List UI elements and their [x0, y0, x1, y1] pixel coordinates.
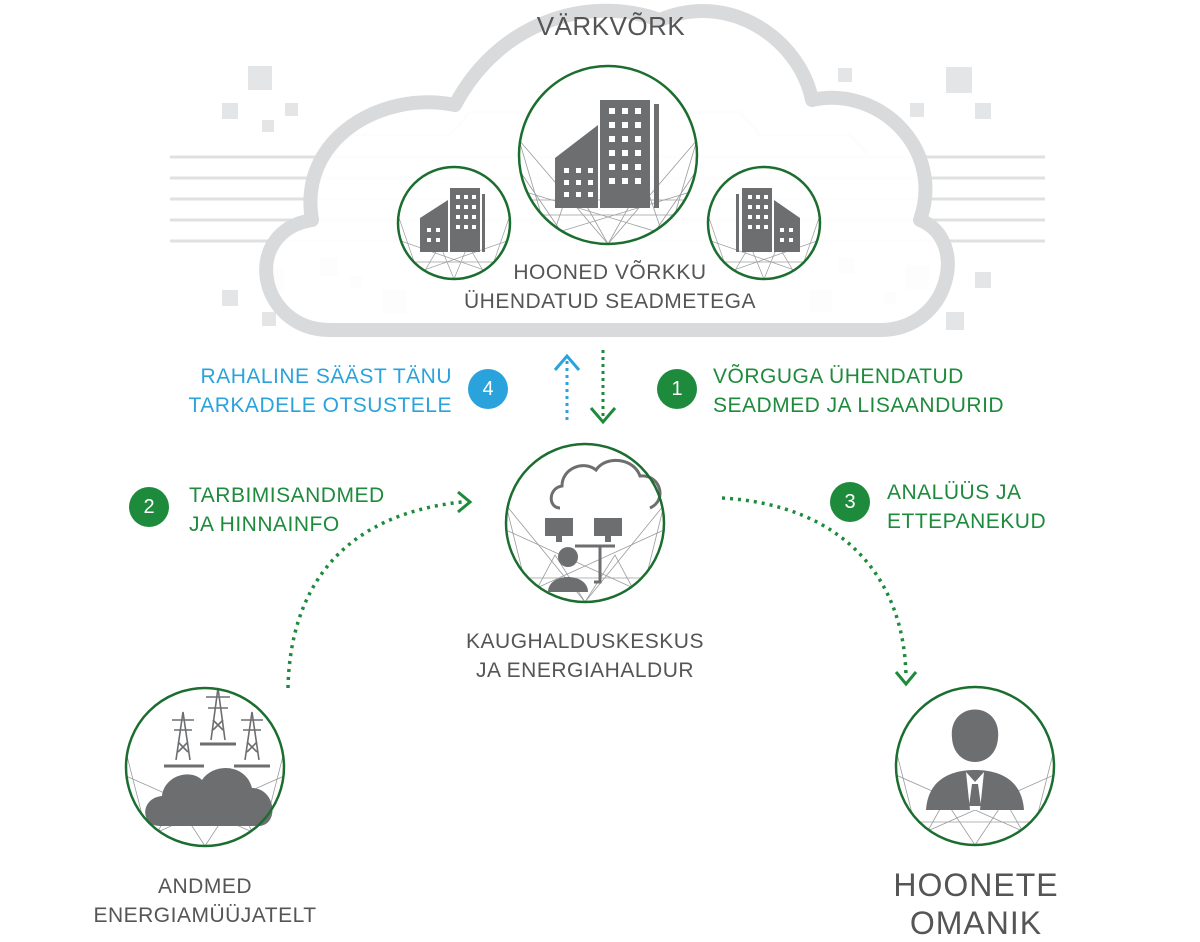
building-owner-network-circle [894, 685, 1056, 847]
arrow-center-to-owner [721, 496, 918, 687]
step-3-badge: 3 [830, 482, 870, 522]
energy-supplier-caption: ANDMED ENERGIAMÜÜJATELT [93, 875, 317, 927]
buildings-caption: HOONED VÕRKKU ÜHENDATUD SEADMETEGA [430, 258, 790, 316]
arrow-supplier-to-center [286, 490, 473, 689]
energy-supplier-network-circle [124, 686, 286, 848]
arrow-up-blue [553, 353, 581, 420]
buildings-caption-line1: HOONED VÕRKKU [513, 261, 707, 284]
building-network-circle-left [396, 165, 512, 281]
person-icon [926, 709, 1024, 810]
step-1-label: VÕRGUGA ÜHENDATUD SEADMED JA LISAANDURID [713, 365, 1005, 417]
cloud-title: VÄRKVÕRK [536, 11, 686, 41]
step-3-label: ANALÜÜS JA ETTEPANEKUD [887, 481, 1047, 533]
step-4-label: RAHALINE SÄÄST TÄNU TARKADELE OTSUSTELE [188, 365, 452, 417]
arrow-down-green [589, 350, 617, 425]
building-network-circle-right [706, 165, 822, 281]
step-2-badge: 2 [129, 487, 169, 527]
buildings-caption-line2: ÜHENDATUD SEADMETEGA [464, 290, 756, 313]
building-network-circle-large [517, 64, 699, 246]
power-tower-icon [164, 687, 270, 768]
building-owner-caption: HOONETE OMANIK [893, 867, 1059, 941]
cloud-icon [145, 768, 273, 826]
control-center-caption: KAUGHALDUSKESKUS JA ENERGIAHALDUR [466, 630, 704, 682]
control-center-network-circle [504, 442, 666, 604]
step-2-label: TARBIMISANDMED JA HINNAINFO [189, 484, 385, 536]
step-1-badge: 1 [657, 369, 697, 409]
step-4-badge: 4 [468, 369, 508, 409]
control-center-icon [545, 458, 662, 592]
